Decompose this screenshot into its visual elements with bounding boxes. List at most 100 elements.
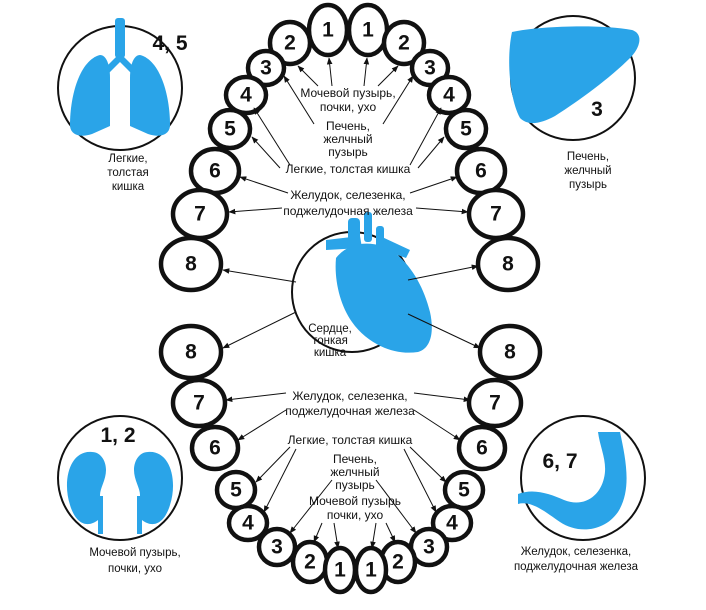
- svg-text:2: 2: [304, 551, 316, 574]
- lower-labels: Желудок, селезенка, поджелудочная железа…: [285, 389, 415, 522]
- svg-text:3: 3: [271, 536, 283, 559]
- upper-label-stomach-1: Желудок, селезенка,: [290, 188, 405, 202]
- tooth-lower-right-6: 6: [456, 424, 508, 472]
- stomach-caption-1: Желудок, селезенка,: [521, 546, 631, 558]
- lower-label-liver-1: Печень,: [333, 452, 377, 466]
- stomach-numbers: 6, 7: [542, 450, 577, 473]
- lower-label-bladder-1: Мочевой пузырь: [309, 494, 401, 508]
- tooth-lower-right-7: 7: [466, 377, 524, 429]
- svg-text:6: 6: [209, 160, 221, 183]
- tooth-lower-left-8: 8: [158, 323, 224, 381]
- tooth-lower-right-4: 4: [430, 503, 474, 543]
- svg-text:7: 7: [490, 203, 502, 226]
- kidneys-numbers: 1, 2: [100, 424, 135, 447]
- svg-text:8: 8: [185, 253, 197, 276]
- kidneys-icon: [66, 451, 174, 534]
- upper-label-bladder-1: Мочевой пузырь,: [300, 86, 395, 100]
- svg-text:2: 2: [398, 32, 410, 55]
- tooth-upper-right-6: 6: [454, 146, 508, 196]
- tooth-lower-left-2: 2: [290, 539, 330, 585]
- svg-text:2: 2: [392, 551, 404, 574]
- upper-label-liver-2: желчный: [323, 132, 372, 146]
- tooth-lower-left-5: 5: [214, 469, 258, 511]
- stomach-icon: [518, 432, 627, 530]
- heart-label-1: Сердце,: [308, 323, 352, 335]
- svg-text:2: 2: [284, 32, 296, 55]
- svg-text:4: 4: [446, 512, 458, 535]
- svg-text:8: 8: [502, 253, 514, 276]
- upper-label-liver-1: Печень,: [326, 119, 370, 133]
- upper-label-liver-3: пузырь: [328, 145, 368, 159]
- svg-text:1: 1: [365, 559, 377, 582]
- svg-text:3: 3: [424, 57, 436, 80]
- kidneys-panel: 1, 2 Мочевой пузырь, почки, ухо: [57, 415, 183, 575]
- liver-panel: 3 Печень, желчный пузырь: [509, 15, 640, 191]
- liver-caption-1: Печень,: [567, 151, 609, 163]
- tooth-lower-right-5: 5: [442, 469, 486, 511]
- upper-label-lungs: Легкие, толстая кишка: [286, 162, 411, 176]
- tooth-upper-right-2: 2: [381, 19, 427, 67]
- svg-text:5: 5: [224, 118, 236, 141]
- lungs-numbers: 4, 5: [152, 32, 187, 55]
- lungs-caption-1: Легкие,: [108, 153, 147, 165]
- tooth-lower-left-1: 1: [322, 545, 358, 595]
- svg-text:6: 6: [475, 160, 487, 183]
- svg-text:1: 1: [322, 19, 334, 42]
- heart-panel: Сердце, тонкая кишка: [291, 212, 432, 359]
- upper-labels: Мочевой пузырь, почки, ухо Печень, желчн…: [283, 86, 413, 218]
- lower-label-lungs: Легкие, толстая кишка: [288, 433, 413, 447]
- svg-text:4: 4: [240, 84, 252, 107]
- lower-label-liver-3: пузырь: [335, 478, 375, 492]
- lungs-panel: 4, 5 Легкие, толстая кишка: [57, 18, 188, 193]
- lower-label-stomach-2: поджелудочная железа: [285, 404, 415, 418]
- svg-text:6: 6: [476, 437, 488, 460]
- svg-text:4: 4: [443, 84, 455, 107]
- heart-label-2: тонкая: [312, 335, 348, 347]
- lower-label-liver-2: желчный: [330, 465, 379, 479]
- svg-text:3: 3: [423, 536, 435, 559]
- upper-label-bladder-2: почки, ухо: [320, 100, 377, 114]
- stomach-panel: 6, 7 Желудок, селезенка, поджелудочная ж…: [514, 415, 646, 573]
- svg-text:5: 5: [230, 479, 242, 502]
- heart-icon: [326, 212, 432, 353]
- svg-text:4: 4: [242, 512, 254, 535]
- tooth-upper-right-7: 7: [466, 187, 526, 241]
- svg-text:7: 7: [193, 392, 205, 415]
- svg-text:6: 6: [209, 437, 221, 460]
- svg-text:1: 1: [362, 19, 374, 42]
- tooth-lower-left-3: 3: [256, 526, 298, 568]
- svg-text:7: 7: [489, 392, 501, 415]
- tooth-upper-left-7: 7: [170, 187, 230, 241]
- svg-text:5: 5: [460, 118, 472, 141]
- tooth-upper-right-8: 8: [475, 235, 541, 293]
- tooth-lower-left-7: 7: [170, 377, 228, 429]
- tooth-upper-left-2: 2: [267, 19, 313, 67]
- lower-label-stomach-1: Желудок, селезенка,: [292, 389, 407, 403]
- tooth-upper-left-4: 4: [223, 74, 269, 116]
- arrows: [222, 57, 481, 549]
- tooth-lower-right-1: 1: [353, 545, 389, 595]
- tooth-lower-left-4: 4: [226, 503, 270, 543]
- svg-text:8: 8: [185, 341, 197, 364]
- svg-text:5: 5: [458, 479, 470, 502]
- tooth-lower-right-8: 8: [477, 323, 543, 381]
- upper-jaw: 1 1 2 2 3 3 4 4: [158, 2, 541, 293]
- liver-caption-2: желчный: [564, 165, 611, 177]
- tooth-upper-right-4: 4: [426, 74, 472, 116]
- lungs-caption-3: кишка: [112, 181, 145, 193]
- tooth-upper-right-5: 5: [443, 107, 489, 151]
- svg-text:1: 1: [334, 559, 346, 582]
- liver-caption-3: пузырь: [569, 179, 607, 191]
- tooth-upper-right-1: 1: [346, 2, 390, 58]
- kidneys-caption-1: Мочевой пузырь,: [89, 547, 180, 559]
- tooth-upper-left-3: 3: [245, 48, 287, 88]
- tooth-upper-left-1: 1: [306, 2, 350, 58]
- lower-label-bladder-2: почки, ухо: [327, 508, 384, 522]
- lungs-caption-2: толстая: [107, 167, 149, 179]
- lower-jaw: 8 8 7 7 6 6 5 5: [158, 323, 543, 595]
- tooth-upper-left-6: 6: [188, 146, 242, 196]
- tooth-upper-left-5: 5: [207, 107, 253, 151]
- lungs-icon: [70, 18, 170, 136]
